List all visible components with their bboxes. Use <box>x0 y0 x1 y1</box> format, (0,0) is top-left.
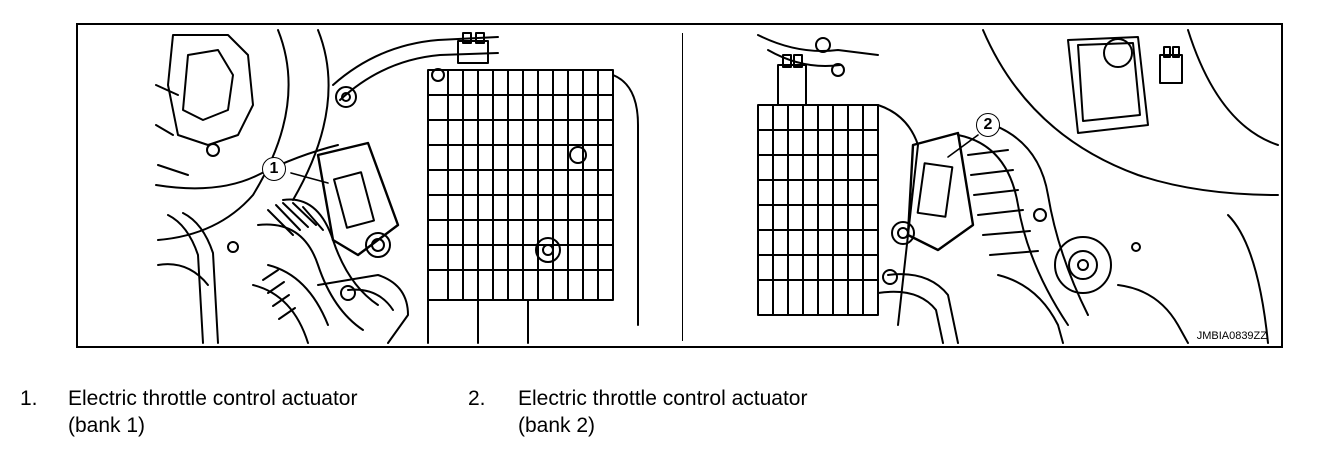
engine-diagram-figure: 1 2 JMBIA0839ZZ <box>76 23 1283 348</box>
callout-1-leader <box>290 172 329 184</box>
legend-number: 2. <box>468 387 486 410</box>
callout-2-number: 2 <box>983 116 993 133</box>
right-panel-drawing <box>757 29 1279 344</box>
legend-text: Electric throttle control actuator (bank… <box>518 387 808 437</box>
left-panel-drawing <box>155 29 639 344</box>
callout-2-leader <box>947 134 979 158</box>
legend-text: Electric throttle control actuator (bank… <box>68 387 358 437</box>
panel-divider <box>682 33 683 341</box>
image-code-label: JMBIA0839ZZ <box>1196 330 1267 342</box>
callout-2: 2 <box>976 113 1000 137</box>
engine-line-art <box>155 29 1279 344</box>
legend-number: 1. <box>20 387 38 410</box>
callout-1-number: 1 <box>269 160 279 177</box>
callout-1: 1 <box>262 157 286 181</box>
